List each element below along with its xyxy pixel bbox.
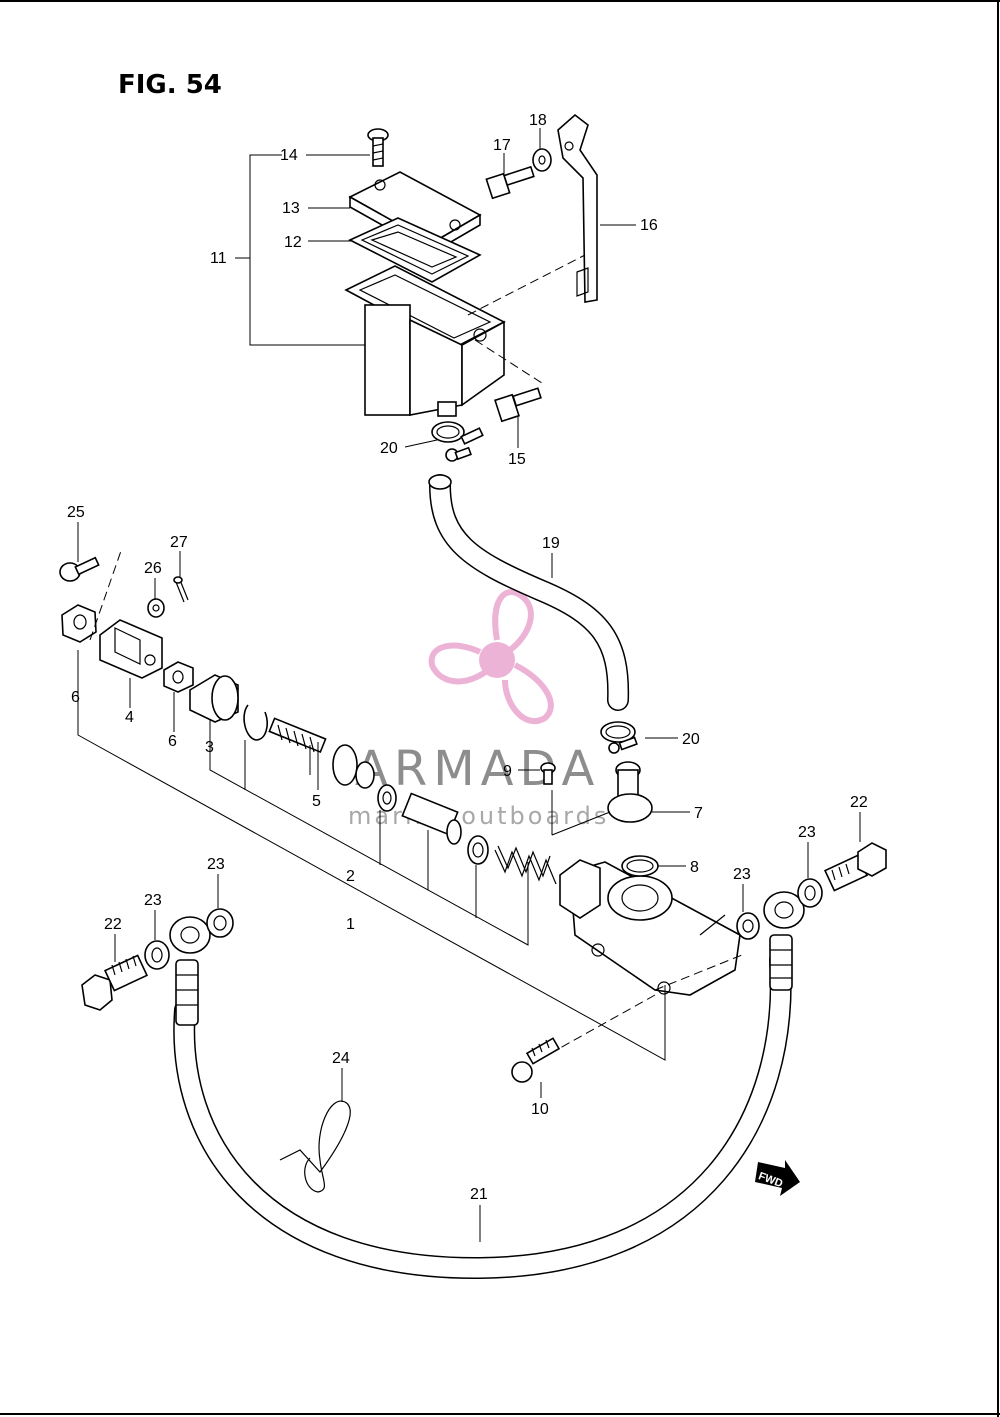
callout-8: 8: [690, 859, 699, 876]
callout-20-upper: 20: [380, 440, 398, 457]
union-bolt-22-left: [81, 954, 149, 1011]
align-line-c: [559, 994, 656, 1049]
primary-cup: [467, 835, 489, 865]
clamp-screw-20-upper: [445, 446, 472, 462]
callout-23-left-inner: 23: [144, 892, 162, 909]
callout-3: 3: [205, 739, 214, 756]
master-cylinder-internals: [77, 650, 743, 1083]
reservoir-group: [249, 113, 598, 423]
hose-clamp-20-upper: [431, 421, 484, 445]
align-line-a: [467, 254, 586, 316]
callout-15: 15: [508, 451, 526, 468]
piston: [401, 792, 462, 845]
callout-9: 9: [503, 763, 512, 780]
washer-18: [532, 148, 552, 172]
mounting-bracket-16: [557, 113, 598, 303]
piston-cup-a: [377, 784, 397, 812]
propeller-logo-icon: [428, 589, 554, 724]
push-rod-5: [268, 717, 375, 789]
clevis-pin-25: [59, 556, 100, 582]
callout-22-right: 22: [850, 794, 868, 811]
leader-lines: [77, 128, 861, 1242]
bracket-1: [77, 650, 666, 1061]
callout-1: 1: [346, 916, 355, 933]
bracket-11: [249, 154, 365, 346]
bolt-17: [485, 165, 535, 200]
bolt-15: [494, 387, 542, 423]
callout-18: 18: [529, 112, 547, 129]
screw-9: [540, 762, 556, 785]
cotter-pin-27: [173, 576, 189, 603]
reservoir-body-11: [344, 265, 506, 417]
washer-23-right-inner: [736, 912, 760, 940]
figure-title: FIG. 54: [118, 70, 222, 100]
callout-19: 19: [542, 535, 560, 552]
diaphragm-12: [348, 217, 482, 283]
washer-23-right-outer: [797, 878, 823, 908]
washer-26: [147, 598, 165, 618]
cap-screw-14: [367, 128, 389, 167]
callout-11: 11: [210, 250, 227, 267]
hose-assembly-21: [169, 891, 805, 1280]
lock-nut-6-lower: [163, 661, 194, 693]
callout-24: 24: [332, 1050, 350, 1067]
callout-27: 27: [170, 534, 188, 551]
callout-25: 25: [67, 504, 85, 521]
callout-12: 12: [284, 234, 302, 251]
bracket-2: [209, 740, 529, 946]
clevis-group: [59, 547, 194, 693]
callout-10: 10: [531, 1101, 549, 1118]
hose-clamp-20-lower: [600, 721, 638, 754]
banjo-fitting-right: [763, 891, 805, 991]
master-cylinder-body: [559, 859, 741, 996]
callout-21: 21: [470, 1186, 488, 1203]
callout-6-lower: 6: [168, 733, 177, 750]
callout-16: 16: [640, 217, 658, 234]
callout-23-right-inner: 23: [733, 866, 751, 883]
clevis-4: [89, 547, 163, 679]
hose-clip-24: [279, 1100, 351, 1193]
banjo-fitting-left: [169, 916, 211, 1026]
callout-2: 2: [346, 868, 355, 885]
reservoir-hose-19: [428, 474, 630, 711]
callout-labels: 14 13 12 11 17 18 16 20 15 19 25 27 26 6…: [67, 112, 868, 1203]
circlip: [243, 704, 268, 741]
callout-14: 14: [280, 147, 298, 164]
washer-23-left-outer: [206, 908, 234, 938]
callout-23-left-outer: 23: [207, 856, 225, 873]
callout-26: 26: [144, 560, 162, 577]
dust-boot-3: [189, 674, 239, 723]
fwd-arrow-icon: FWD: [755, 1160, 800, 1196]
washer-23-left-inner: [144, 940, 170, 970]
bolt-10: [511, 1037, 561, 1083]
callout-20-lower: 20: [682, 731, 700, 748]
callout-7: 7: [694, 805, 703, 822]
callout-6-upper: 6: [71, 689, 80, 706]
callout-23-right-outer: 23: [798, 824, 816, 841]
callout-22-left: 22: [104, 916, 122, 933]
callout-4: 4: [125, 709, 134, 726]
lock-nut-6-upper: [61, 604, 97, 643]
union-bolt-22-right: [823, 842, 887, 892]
hose-union-7: [607, 761, 653, 823]
align-line-d: [654, 954, 743, 991]
return-spring: [494, 845, 557, 885]
callout-17: 17: [493, 137, 511, 154]
callout-5: 5: [312, 793, 321, 810]
callout-13: 13: [282, 200, 300, 217]
